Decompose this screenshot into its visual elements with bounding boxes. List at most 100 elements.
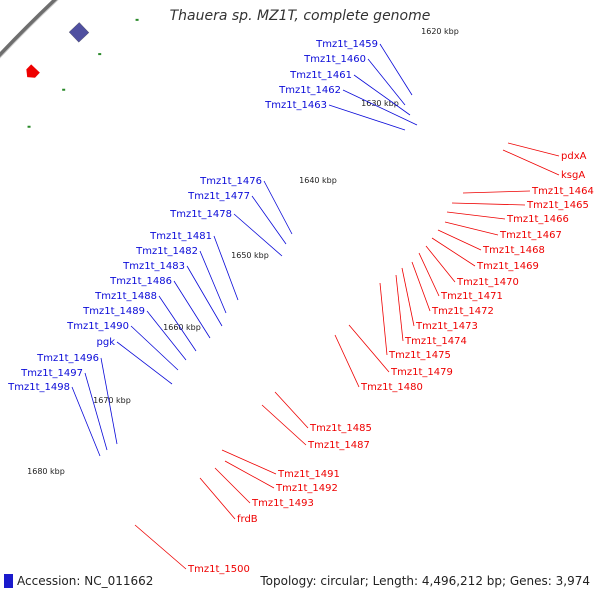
gene-label[interactable]: Tmz1t_1463	[264, 100, 327, 111]
label-leader	[224, 460, 275, 489]
label-leader	[134, 524, 187, 570]
accession-info: Accession: NC_011662	[4, 574, 153, 588]
gene-label[interactable]: Tmz1t_1459	[315, 39, 378, 50]
label-leader	[199, 477, 236, 520]
gene-label[interactable]: Tmz1t_1497	[20, 368, 83, 379]
gene-label[interactable]: Tmz1t_1489	[82, 306, 145, 317]
label-leader	[348, 324, 390, 373]
label-leader	[367, 58, 406, 106]
label-leader	[502, 149, 560, 176]
gene-label[interactable]: Tmz1t_1485	[309, 423, 372, 434]
dash-mark	[135, 18, 139, 21]
gene-label[interactable]: Tmz1t_1470	[456, 277, 519, 288]
gene-label[interactable]: Tmz1t_1460	[303, 54, 366, 65]
gene-label[interactable]: Tmz1t_1462	[278, 85, 341, 96]
label-leader	[401, 267, 415, 327]
label-leader	[418, 252, 440, 297]
label-leader	[342, 89, 418, 126]
map-title: Thauera sp. MZ1T, complete genome	[169, 8, 431, 24]
label-leader	[263, 180, 293, 235]
gene-label[interactable]: Tmz1t_1461	[289, 70, 352, 81]
label-leader	[173, 280, 211, 339]
gene-label[interactable]: frdB	[237, 514, 258, 525]
label-leader	[221, 449, 277, 475]
forward-gene-labels: Tmz1t_1459Tmz1t_1460Tmz1t_1461Tmz1t_1462…	[7, 39, 418, 457]
gene-label[interactable]: Tmz1t_1482	[135, 246, 198, 257]
gene-label[interactable]: Tmz1t_1492	[275, 483, 338, 494]
label-leader	[233, 213, 283, 257]
gene-label[interactable]: Tmz1t_1473	[415, 321, 478, 332]
gene-label[interactable]: Tmz1t_1481	[149, 231, 212, 242]
label-leader	[334, 334, 360, 388]
gene-label[interactable]: Tmz1t_1491	[277, 469, 340, 480]
kbp-tick-label: 1650 kbp	[231, 251, 269, 260]
genome-summary: Topology: circular; Length: 4,496,212 bp…	[260, 574, 590, 588]
gene-label[interactable]: Tmz1t_1496	[36, 353, 99, 364]
label-leader	[251, 195, 287, 245]
label-leader	[379, 282, 388, 356]
gene-label[interactable]: Tmz1t_1467	[499, 230, 562, 241]
label-leader	[158, 295, 197, 352]
reverse-gene-labels: pdxAksgATmz1t_1464Tmz1t_1465Tmz1t_1466Tm…	[134, 142, 594, 575]
label-leader	[353, 74, 411, 116]
gene-label[interactable]: Tmz1t_1475	[388, 350, 451, 361]
gene-feature[interactable]	[23, 64, 40, 81]
gene-label[interactable]: Tmz1t_1469	[476, 261, 539, 272]
label-leader	[462, 190, 531, 194]
gene-label[interactable]: ksgA	[561, 170, 585, 181]
gene-label[interactable]: Tmz1t_1471	[440, 291, 503, 302]
gene-label[interactable]: Tmz1t_1488	[94, 291, 157, 302]
label-leader	[444, 221, 499, 236]
dash-mark	[62, 88, 66, 91]
gene-label[interactable]: Tmz1t_1498	[7, 382, 70, 393]
dash-mark	[27, 125, 31, 128]
label-leader	[261, 404, 307, 446]
label-leader	[71, 386, 101, 457]
gene-label[interactable]: Tmz1t_1493	[251, 498, 314, 509]
gene-label[interactable]: Tmz1t_1500	[187, 564, 250, 575]
label-leader	[379, 43, 413, 96]
label-leader	[146, 310, 187, 361]
label-leader	[84, 372, 108, 451]
gene-label[interactable]: Tmz1t_1476	[199, 176, 262, 187]
gene-label[interactable]: Tmz1t_1468	[482, 245, 545, 256]
gene-label[interactable]: Tmz1t_1464	[531, 186, 594, 197]
label-leader	[451, 202, 526, 206]
gene-label[interactable]: Tmz1t_1483	[122, 261, 185, 272]
kbp-tick-label: 1640 kbp	[299, 176, 337, 185]
accession-swatch	[4, 574, 13, 588]
label-leader	[199, 250, 227, 314]
gene-label[interactable]: Tmz1t_1477	[187, 191, 250, 202]
label-leader	[130, 325, 179, 371]
gene-label[interactable]: Tmz1t_1466	[506, 214, 569, 225]
label-leader	[507, 142, 560, 157]
gene-label[interactable]: Tmz1t_1480	[360, 382, 423, 393]
gene-label[interactable]: pgk	[97, 337, 116, 348]
kbp-tick-label: 1680 kbp	[27, 467, 65, 476]
gene-label[interactable]: pdxA	[561, 151, 587, 162]
kbp-tick-label: 1620 kbp	[421, 27, 459, 36]
gene-label[interactable]: Tmz1t_1479	[390, 367, 453, 378]
feature-tracks	[23, 22, 90, 81]
gene-label[interactable]: Tmz1t_1472	[431, 306, 494, 317]
label-leader	[116, 341, 173, 385]
label-leader	[431, 237, 476, 267]
gene-label[interactable]: Tmz1t_1486	[109, 276, 172, 287]
gene-label[interactable]: Tmz1t_1465	[526, 200, 589, 211]
gene-label[interactable]: Tmz1t_1490	[66, 321, 129, 332]
kbp-tick-label: 1670 kbp	[93, 396, 131, 405]
gene-label[interactable]: Tmz1t_1474	[404, 336, 467, 347]
gene-label[interactable]: Tmz1t_1478	[169, 209, 232, 220]
label-leader	[213, 235, 239, 301]
gene-feature[interactable]	[68, 22, 90, 43]
label-leader	[425, 245, 456, 283]
label-leader	[395, 274, 404, 342]
label-leader	[214, 467, 251, 504]
label-leader	[446, 211, 506, 220]
accession-text: Accession: NC_011662	[17, 574, 154, 588]
label-leader	[274, 391, 309, 429]
gene-label[interactable]: Tmz1t_1487	[307, 440, 370, 451]
label-leader	[100, 357, 118, 445]
label-leader	[411, 261, 431, 312]
